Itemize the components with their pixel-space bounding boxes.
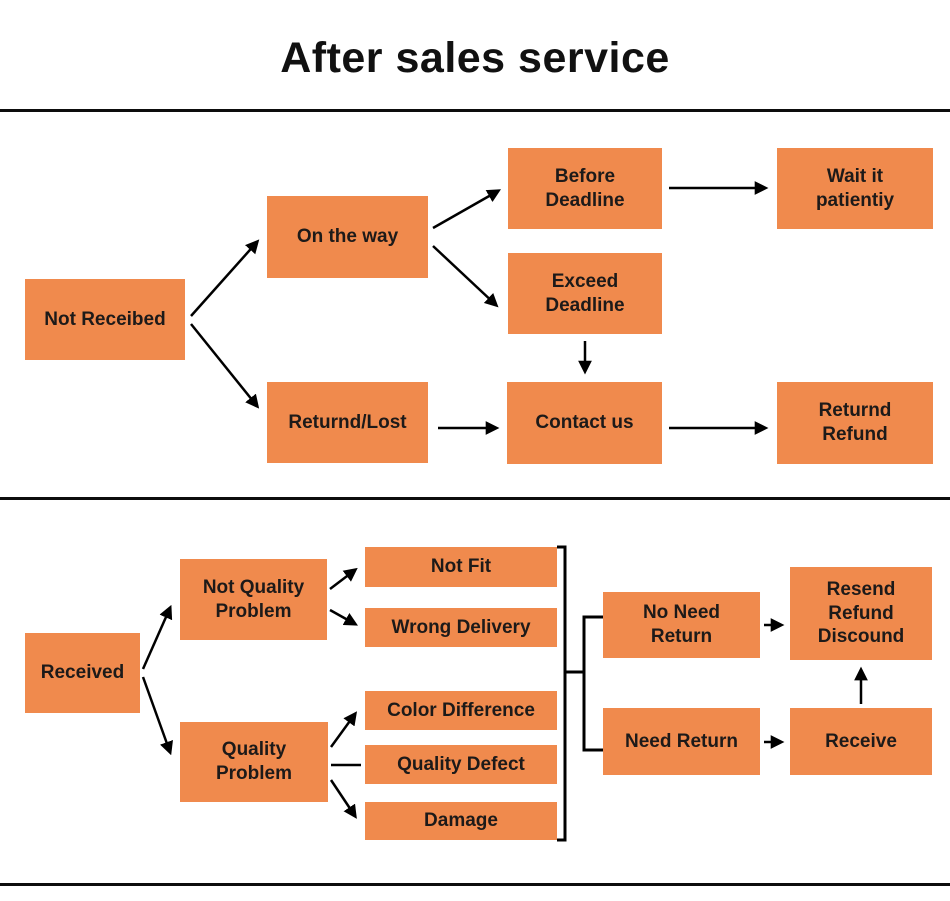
page-title: After sales service (280, 34, 670, 82)
node-returnd-refund: Returnd Refund (777, 382, 933, 464)
node-wrong-delivery: Wrong Delivery (365, 608, 557, 647)
node-no-need-return: No Need Return (603, 592, 760, 658)
arrow-quality-to-damage (329, 779, 357, 819)
arrow-on-the-way-to-before-deadline (432, 189, 501, 230)
node-quality-defect: Quality Defect (365, 745, 557, 784)
node-quality-problem: Quality Problem (180, 722, 328, 802)
arrow-received-to-quality-problem (141, 676, 173, 756)
node-returnd-lost: Returnd/Lost (267, 382, 428, 463)
arrow-not-receibed-to-returnd-lost (190, 323, 260, 409)
divider-middle (0, 497, 950, 500)
bracket-middle-column (557, 545, 567, 842)
node-receive: Receive (790, 708, 932, 775)
arrow-received-to-not-quality-problem (141, 604, 173, 670)
node-wait-it-patientiy: Wait it patientiy (777, 148, 933, 229)
arrow-not-quality-to-not-fit (329, 567, 358, 590)
divider-bottom (0, 883, 950, 886)
node-not-quality-problem: Not Quality Problem (180, 559, 327, 640)
node-damage: Damage (365, 802, 557, 840)
node-not-fit: Not Fit (365, 547, 557, 587)
node-not-receibed: Not Receibed (25, 279, 185, 360)
node-received: Received (25, 633, 140, 713)
divider-top (0, 109, 950, 112)
bracket-right-branch (582, 615, 603, 752)
arrow-quality-to-color-difference (329, 711, 358, 748)
node-need-return: Need Return (603, 708, 760, 775)
arrow-not-quality-to-wrong-delivery (329, 608, 358, 626)
node-before-deadline: Before Deadline (508, 148, 662, 229)
arrow-not-receibed-to-on-the-way (190, 239, 260, 317)
arrow-on-the-way-to-exceed-deadline (432, 245, 499, 308)
node-contact-us: Contact us (507, 382, 662, 464)
node-color-difference: Color Difference (365, 691, 557, 730)
node-on-the-way: On the way (267, 196, 428, 278)
node-resend-refund-discound: Resend Refund Discound (790, 567, 932, 660)
node-exceed-deadline: Exceed Deadline (508, 253, 662, 334)
